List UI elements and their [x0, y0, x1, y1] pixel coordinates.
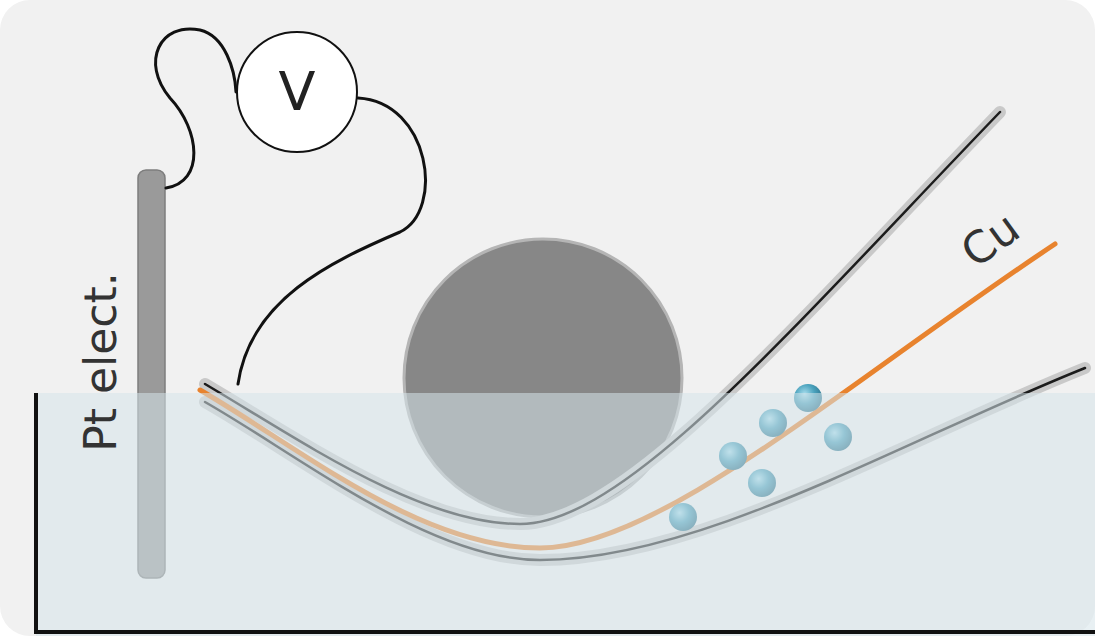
electrolyte [36, 393, 1095, 636]
meter-symbol: V [279, 65, 316, 119]
wires [156, 29, 426, 384]
bath-wall [36, 393, 1095, 632]
voltmeter-circle: V [236, 31, 358, 153]
electrode-label: Pt elect. [79, 272, 123, 452]
